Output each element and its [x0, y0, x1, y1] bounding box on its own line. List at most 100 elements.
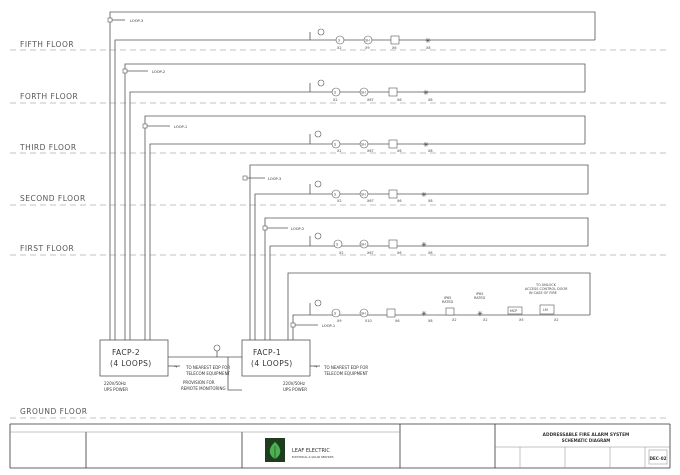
facp2-loop-wiring — [109, 11, 596, 340]
svg-text:S: S — [334, 91, 336, 95]
heat-detector-icon — [359, 239, 369, 249]
svg-text:→: → — [314, 364, 318, 369]
svg-text:X6: X6 — [397, 199, 401, 203]
ip65-sounder-icon — [445, 307, 455, 316]
svg-text:TO NEAREST EDP FOR: TO NEAREST EDP FOR — [323, 365, 368, 370]
svg-text:X2: X2 — [554, 318, 558, 322]
svg-text:UPS POWER: UPS POWER — [104, 387, 128, 392]
heat-detector-icon — [359, 308, 369, 318]
svg-text:X2: X2 — [337, 149, 341, 153]
strobe-icon: ✳ — [425, 37, 431, 45]
svg-text:X67: X67 — [367, 251, 374, 255]
svg-text:X8: X8 — [428, 199, 432, 203]
svg-text:REMOTE MONITORING: REMOTE MONITORING — [181, 386, 226, 391]
loop-label-first: LOOP-2 — [291, 227, 304, 231]
floor-label-second: SECOND FLOOR — [20, 194, 86, 203]
sounder-icon — [388, 139, 398, 149]
smoke-detector-icon — [331, 87, 341, 97]
strobe-icon: ✳ — [421, 191, 427, 199]
heat-detector-icon — [359, 139, 369, 149]
smoke-detector-icon — [333, 239, 343, 249]
sheet-number: DEC-02 — [649, 456, 666, 461]
svg-text:X2: X2 — [337, 46, 341, 50]
svg-text:X2: X2 — [483, 318, 487, 322]
sounder-icon — [388, 239, 398, 249]
svg-text:220V/50Hz: 220V/50Hz — [283, 381, 305, 386]
svg-text:LM: LM — [543, 308, 548, 312]
svg-text:SH: SH — [361, 143, 366, 147]
devices-third-floor: S X2 SH X67 X6 ✳ X8 — [309, 130, 432, 153]
floor-label-third: THIRD FLOOR — [19, 143, 77, 152]
svg-text:X9: X9 — [337, 319, 341, 323]
svg-text:TELECOM EQUIPMENT: TELECOM EQUIPMENT — [185, 371, 231, 376]
svg-text:X2: X2 — [337, 199, 341, 203]
loop-label-fifth: LOOP-3 — [130, 19, 143, 23]
loop-label-ground: LOOP-1 — [322, 324, 335, 328]
devices-ground-floor: S X9 SH X10 X6 ✳ X8 IP65 RATED X2 IP65 R… — [309, 283, 568, 323]
svg-text:IP65: IP65 — [444, 296, 451, 300]
svg-text:X8: X8 — [428, 319, 432, 323]
heat-detector-icon — [363, 35, 373, 45]
svg-text:RATED: RATED — [474, 296, 485, 300]
svg-text:X2: X2 — [333, 98, 337, 102]
svg-text:(4 LOOPS): (4 LOOPS) — [110, 359, 152, 368]
facp1-panel: FACP-1 (4 LOOPS) 220V/50Hz UPS POWER — [241, 339, 311, 392]
facp1-loop-wiring — [249, 164, 591, 340]
drawing-title-line2: SCHEMATIC DIAGRAM — [562, 438, 611, 443]
svg-text:X6: X6 — [397, 98, 401, 102]
devices-second-floor: S X2 SH X67 X6 ✳ X8 — [309, 180, 432, 203]
monitor-module-icon — [507, 306, 523, 315]
sounder-icon — [386, 308, 396, 318]
heat-detector-icon — [359, 189, 369, 199]
svg-text:X67: X67 — [367, 199, 374, 203]
door-release-icon — [539, 304, 555, 315]
sounder-icon — [388, 189, 398, 199]
svg-text:RATED: RATED — [442, 300, 453, 304]
svg-text:SH: SH — [361, 91, 366, 95]
smoke-detector-icon — [331, 308, 341, 318]
svg-text:X6: X6 — [397, 251, 401, 255]
svg-text:S: S — [336, 243, 338, 247]
strobe-icon: ✳ — [423, 141, 429, 149]
svg-text:TELECOM EQUIPMENT: TELECOM EQUIPMENT — [323, 371, 369, 376]
devices-first-floor: S X2 SH X67 X6 ✳ X8 — [309, 232, 432, 255]
smoke-detector-icon — [331, 139, 341, 149]
floor-label-fifth: FIFTH FLOOR — [20, 40, 74, 49]
svg-text:SH: SH — [361, 193, 366, 197]
svg-text:X67: X67 — [367, 98, 374, 102]
svg-text:→: → — [174, 364, 178, 369]
svg-text:S: S — [334, 312, 336, 316]
svg-text:ACCESS CONTROL DOOR: ACCESS CONTROL DOOR — [525, 287, 568, 291]
svg-text:X8: X8 — [428, 149, 432, 153]
floor-label-first: FIRST FLOOR — [20, 244, 74, 253]
svg-text:X6: X6 — [392, 46, 396, 50]
sounder-icon — [390, 35, 400, 45]
svg-text:UPS POWER: UPS POWER — [283, 387, 307, 392]
svg-text:SH: SH — [365, 39, 370, 43]
drawing-title-line1: ADDRESSABLE FIRE ALARM SYSTEM — [543, 432, 630, 438]
panel-links: → TO NEAREST EDP FOR TELECOM EQUIPMENT →… — [168, 344, 369, 391]
sounder-icon — [388, 87, 398, 97]
strobe-icon: ✳ — [421, 310, 427, 318]
svg-text:X8: X8 — [426, 46, 430, 50]
facp2-panel: FACP-2 (4 LOOPS) 220V/50Hz UPS POWER — [99, 339, 169, 392]
svg-text:MCP: MCP — [510, 309, 517, 313]
svg-text:X6: X6 — [395, 319, 399, 323]
floor-label-ground: GROUND FLOOR — [20, 407, 87, 416]
ip65-strobe-icon: ✳ — [477, 310, 483, 318]
svg-text:IP65: IP65 — [476, 292, 483, 296]
svg-text:X67: X67 — [367, 149, 374, 153]
svg-text:X8: X8 — [428, 98, 432, 102]
svg-text:SH: SH — [361, 312, 366, 316]
svg-text:SH: SH — [361, 243, 366, 247]
devices-fifth-floor: S X2 SH X9 X6 ✳ X8 — [309, 28, 431, 50]
svg-text:IN CASE OF FIRE: IN CASE OF FIRE — [529, 291, 557, 295]
strobe-icon: ✳ — [423, 89, 429, 97]
loop-label-third: LOOP-1 — [174, 125, 187, 129]
svg-text:S: S — [338, 39, 340, 43]
svg-text:X2: X2 — [339, 251, 343, 255]
svg-text:X2: X2 — [452, 318, 456, 322]
company-tagline: ELECTRICAL & SOLAR SERVICES — [292, 455, 334, 459]
loop-label-forth: LOOP-2 — [152, 70, 165, 74]
